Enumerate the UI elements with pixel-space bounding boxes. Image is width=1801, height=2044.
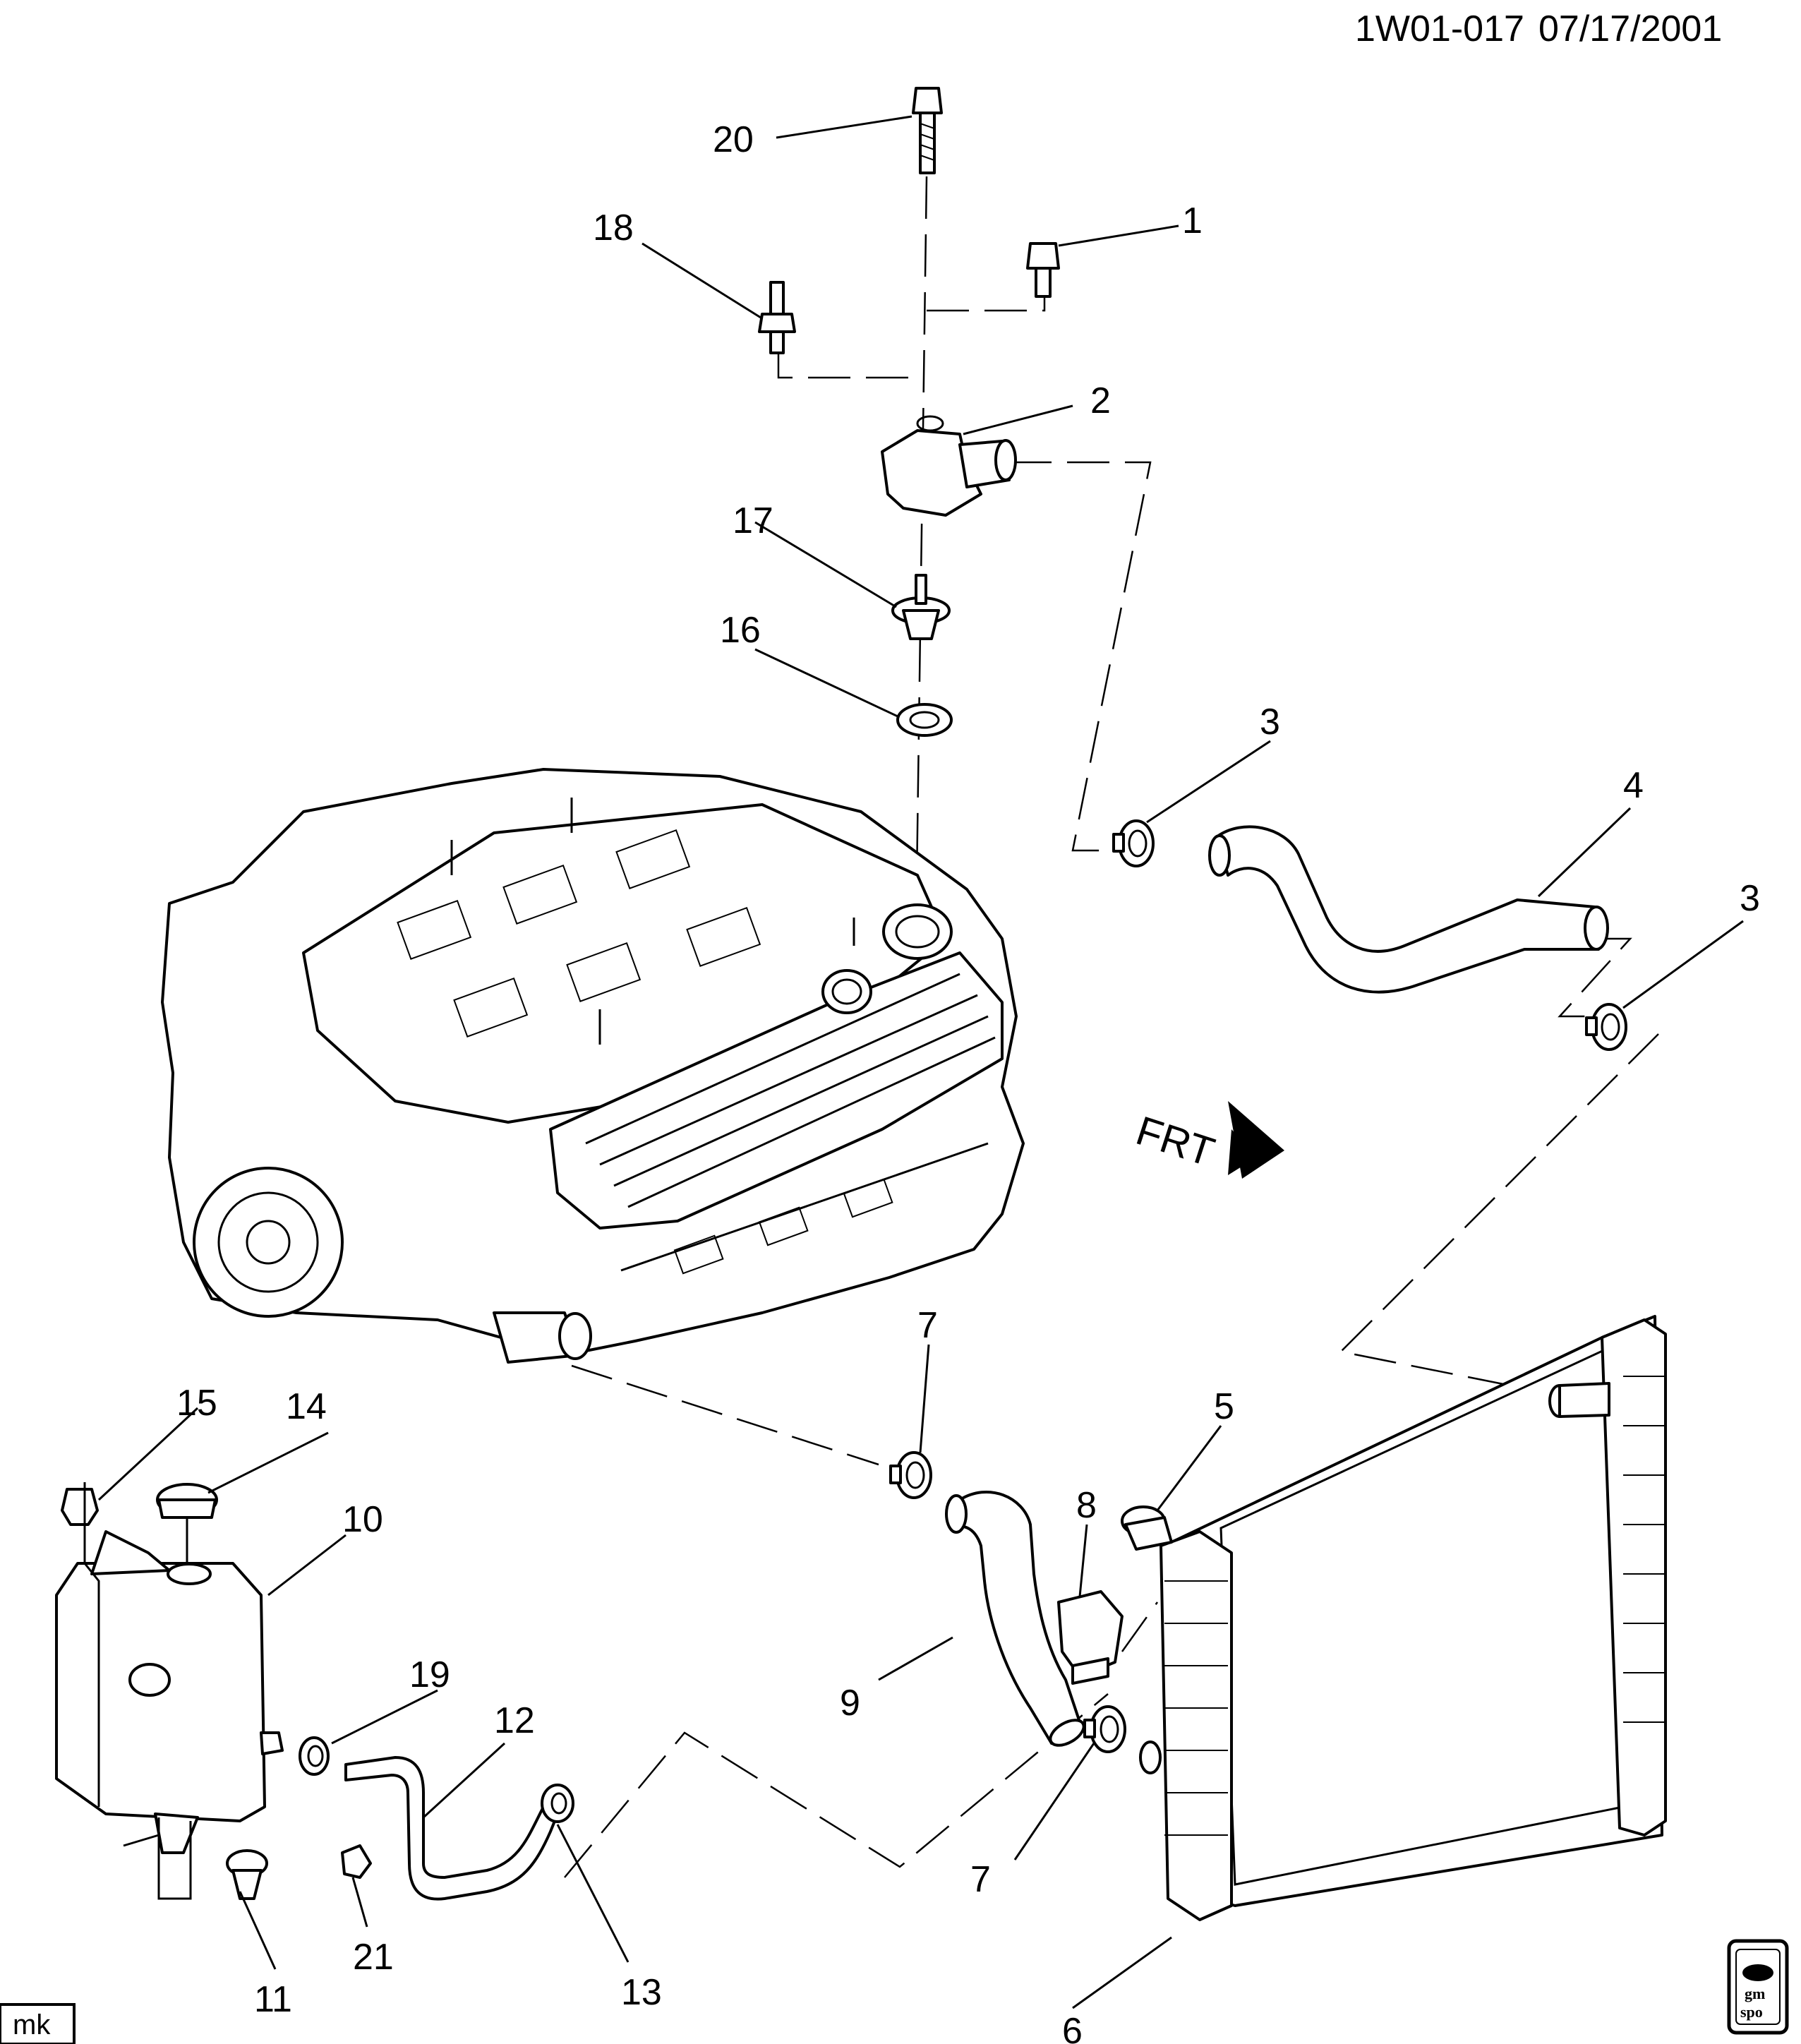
stud-part-18 (758, 281, 796, 354)
front-label: FRT (1131, 1107, 1219, 1175)
callout-2: 2 (1090, 380, 1111, 421)
callout-4: 4 (1623, 765, 1644, 806)
callout-7-lower: 7 (970, 1859, 991, 1900)
hose-clamp-part-3-upper (1112, 819, 1155, 867)
callout-11: 11 (254, 1979, 292, 2020)
callout-21: 21 (353, 1937, 394, 1978)
hose-clamp-part-7-lower (1083, 1705, 1126, 1753)
engine-assembly (161, 768, 1025, 1364)
callout-9: 9 (840, 1683, 860, 1724)
callout-16: 16 (720, 610, 761, 651)
lower-radiator-hose-part-9 (945, 1491, 1085, 1747)
logo-line-2: spo (1740, 2003, 1763, 2021)
overflow-hose-part-12 (344, 1756, 559, 1901)
callout-13: 13 (621, 1972, 662, 2013)
callout-10: 10 (342, 1499, 383, 1540)
callout-7-upper: 7 (917, 1305, 938, 1346)
callout-12: 12 (494, 1700, 535, 1741)
callout-3-lower: 3 (1740, 878, 1760, 919)
hose-clamp-part-3-lower (1585, 1003, 1627, 1051)
coolant-reservoir-part-10 (55, 1530, 266, 1854)
callout-labels: 20 1 18 2 17 16 3 4 3 7 5 8 9 7 6 15 14 … (176, 119, 1760, 2044)
author-mark-text: mk (13, 2009, 51, 2040)
front-direction-indicator: FRT (1131, 1101, 1284, 1179)
radiator-cap-part-5 (1121, 1505, 1173, 1551)
reservoir-outlet-fitting (260, 1731, 284, 1755)
callout-20: 20 (713, 119, 754, 160)
thermostat-housing-part-2 (881, 415, 1017, 517)
callout-1: 1 (1182, 200, 1203, 241)
callout-19: 19 (409, 1654, 450, 1695)
callout-5: 5 (1214, 1386, 1234, 1427)
callout-17: 17 (733, 500, 773, 541)
radiator-part-6 (1139, 1315, 1667, 1921)
leader-lines (83, 115, 1744, 2009)
reservoir-cap-part-14 (156, 1483, 218, 1519)
callout-18: 18 (593, 208, 634, 248)
upper-radiator-hose-part-4 (1208, 825, 1609, 994)
logo-line-1: gm (1745, 1985, 1765, 2002)
gasket-part-16 (896, 703, 953, 737)
document-date: 07/17/2001 (1538, 8, 1722, 49)
bolt-part-1 (1026, 242, 1060, 298)
hose-clamp-part-19 (299, 1736, 330, 1776)
nut-part-15 (61, 1488, 99, 1526)
bracket-part-8 (1057, 1590, 1124, 1685)
hose-clamp-part-7-upper (889, 1451, 932, 1499)
callout-8: 8 (1076, 1485, 1097, 1526)
document-id: 1W01-017 (1355, 8, 1524, 49)
callout-14: 14 (286, 1386, 327, 1427)
callout-15: 15 (176, 1383, 217, 1424)
thermostat-part-17 (891, 574, 951, 640)
bolt-part-20 (912, 87, 943, 174)
callout-6: 6 (1062, 2011, 1083, 2044)
hose-clamp-part-13 (541, 1784, 574, 1823)
author-mark: mk (0, 2003, 76, 2044)
callout-3-upper: 3 (1260, 702, 1280, 743)
clip-part-21 (341, 1844, 372, 1879)
retainer-part-11 (226, 1849, 268, 1900)
assembly-lines (564, 176, 1659, 1878)
gm-spo-logo: gm spo (1727, 1939, 1789, 2035)
